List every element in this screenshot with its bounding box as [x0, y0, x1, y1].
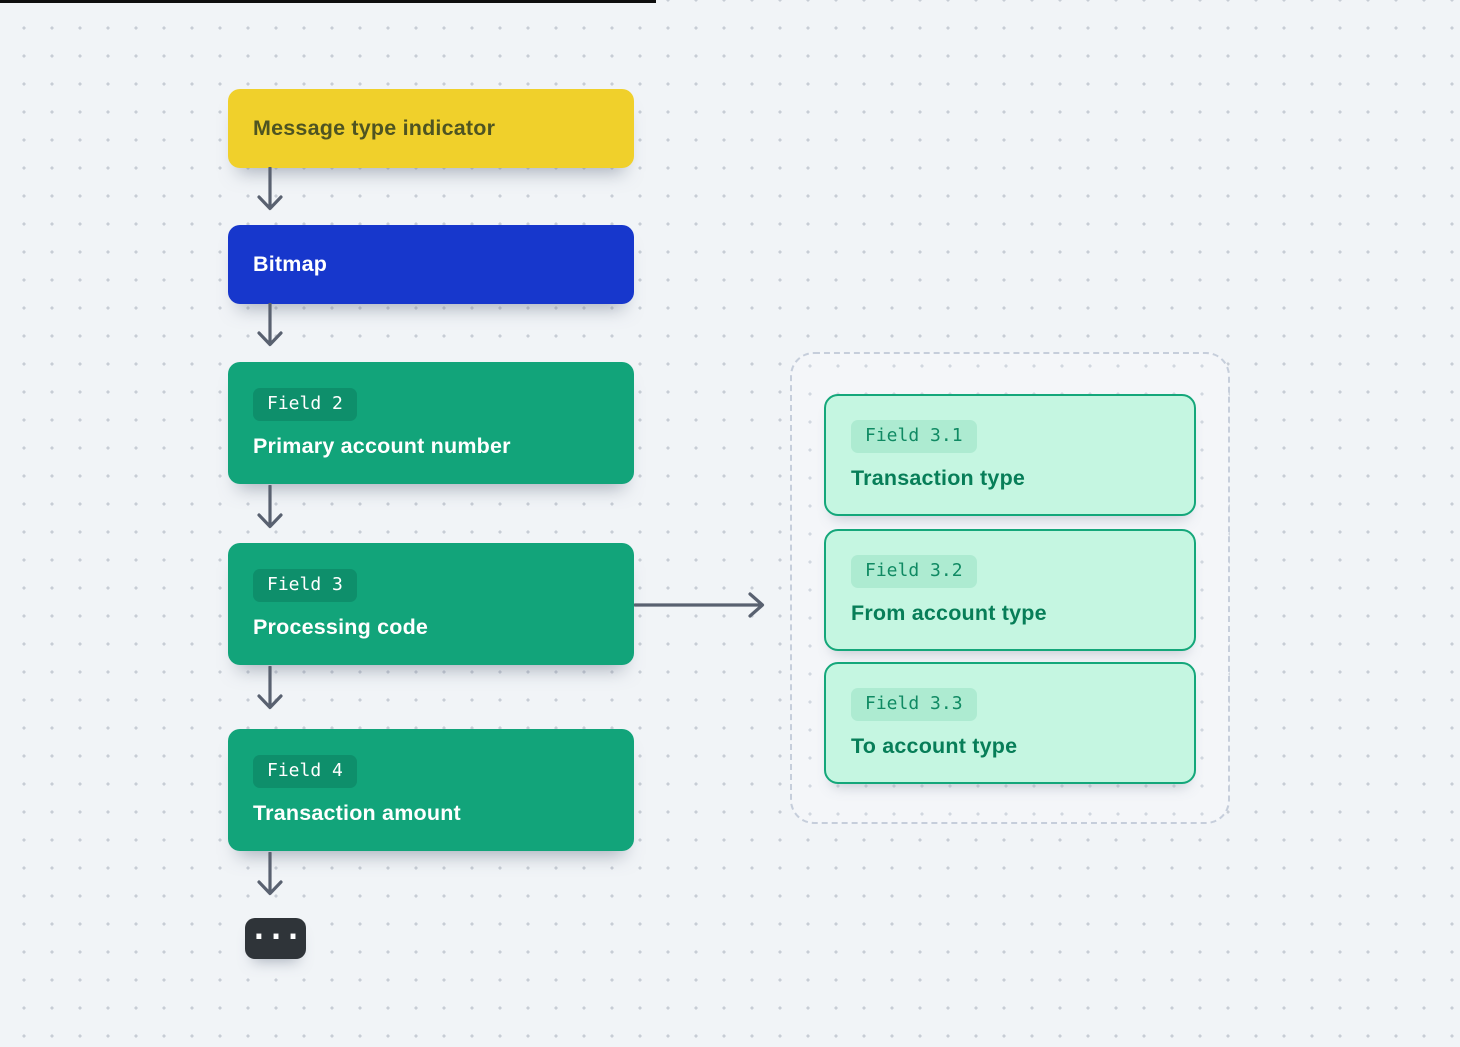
- arrow-down-icon: [257, 303, 283, 347]
- arrow-down-icon: [257, 852, 283, 896]
- field-3-badge: Field 3: [253, 568, 357, 602]
- arrow-down-icon: [257, 485, 283, 529]
- node-label: Transaction amount: [253, 800, 461, 825]
- node-label: Processing code: [253, 614, 429, 639]
- arrow-down-icon: [257, 666, 283, 710]
- node-more-fields: ...: [245, 912, 306, 959]
- node-field-4: Field 4 Transaction amount: [228, 729, 634, 851]
- node-bitmap: Bitmap: [228, 225, 634, 304]
- node-label: Bitmap: [253, 252, 328, 276]
- node-field-3: Field 3 Processing code: [228, 543, 634, 665]
- card-label: To account type: [851, 733, 1018, 758]
- card-label: Transaction type: [851, 465, 1026, 490]
- field-4-badge: Field 4: [253, 754, 357, 788]
- field-3-subfields-panel: Field 3.1 Transaction type Field 3.2 Fro…: [790, 352, 1230, 824]
- card-label: From account type: [851, 600, 1047, 625]
- field-3-3-badge: Field 3.3: [851, 687, 977, 721]
- field-3-2-badge: Field 3.2: [851, 554, 977, 588]
- ellipsis-label: ...: [249, 912, 302, 947]
- top-progress-bar: [0, 0, 656, 3]
- field-2-badge: Field 2: [253, 387, 357, 421]
- arrow-right-icon: [634, 592, 765, 618]
- card-field-3-1: Field 3.1 Transaction type: [824, 394, 1196, 516]
- node-label: Primary account number: [253, 433, 511, 458]
- node-message-type-indicator: Message type indicator: [228, 89, 634, 168]
- card-field-3-3: Field 3.3 To account type: [824, 662, 1196, 784]
- node-field-2: Field 2 Primary account number: [228, 362, 634, 484]
- card-field-3-2: Field 3.2 From account type: [824, 529, 1196, 651]
- node-label: Message type indicator: [253, 116, 496, 140]
- field-3-1-badge: Field 3.1: [851, 419, 977, 453]
- arrow-down-icon: [257, 167, 283, 211]
